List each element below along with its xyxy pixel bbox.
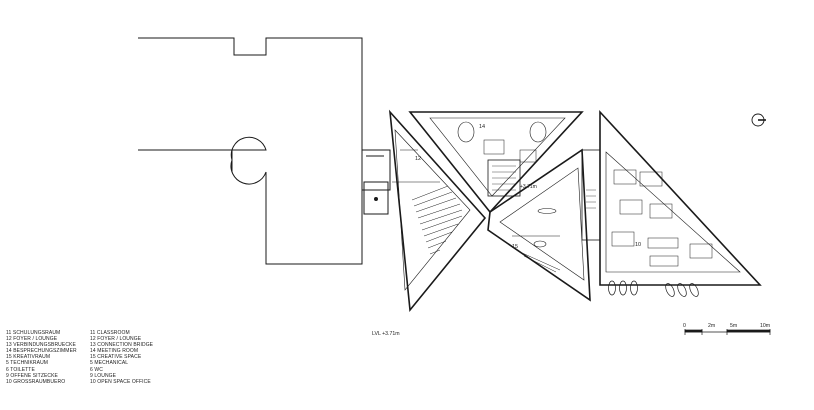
terrace-seating xyxy=(608,280,699,297)
legend-de-item: 13 VERBINDUNGSBRUECKE xyxy=(6,342,76,349)
legend-de-item: 12 FOYER / LOUNGE xyxy=(6,336,58,343)
legend-en-item: 10 OPEN SPACE OFFICE xyxy=(90,378,151,385)
scale-bar xyxy=(684,329,771,335)
room-label-12: 12 xyxy=(415,156,421,162)
legend-de-item: 14 BESPRECHUNGSZIMMER xyxy=(6,348,77,355)
room-label-14: 14 xyxy=(479,124,485,130)
legend-de-item: 11 SCHULUNGSRAUM xyxy=(6,330,61,336)
level-label: LVL +3.71m xyxy=(372,331,400,337)
legend-en-item: 9 LOUNGE xyxy=(90,372,117,379)
legend-en-item: 5 MECHANICAL xyxy=(90,360,129,367)
legend-de-item: 15 KREATIVRAUM xyxy=(6,354,51,361)
legend-de-item: 9 OFFENE SITZECKE xyxy=(6,372,58,379)
room-label-10: 10 xyxy=(635,242,641,248)
legend-en-item: 11 CLASSROOM xyxy=(90,330,130,336)
level-marker: +3.71m xyxy=(520,184,537,190)
wing-open-office xyxy=(581,109,762,286)
scale-label-5m: 5m xyxy=(730,323,738,329)
wing-core xyxy=(408,111,584,214)
legend-de-item: 10 GROSSRAUMBUERO xyxy=(6,378,66,385)
legend-de-item: 6 TOILETTE xyxy=(6,366,35,373)
legend-de-item: 5 TECHNIKRAUM xyxy=(6,360,49,367)
existing-building-outline xyxy=(138,37,363,265)
legend-english: 11 CLASSROOM 12 FOYER / LOUNGE 13 CONNEC… xyxy=(90,330,153,385)
classroom-desks xyxy=(411,185,463,255)
legend-en-item: 14 MEETING ROOM xyxy=(90,348,139,355)
north-arrow-icon xyxy=(751,113,766,127)
legend-german: 11 SCHULUNGSRAUM 12 FOYER / LOUNGE 13 VE… xyxy=(6,330,77,385)
room-label-15: 15 xyxy=(512,244,518,250)
connector-left xyxy=(361,149,391,215)
legend-en-item: 6 WC xyxy=(90,366,103,373)
legend-en-item: 13 CONNECTION BRIDGE xyxy=(90,342,154,349)
scale-label-2m: 2m xyxy=(708,323,716,329)
legend-en-item: 12 FOYER / LOUNGE xyxy=(90,336,142,343)
scale-label-0: 0 xyxy=(683,323,686,329)
wing-creative xyxy=(487,148,591,302)
scale-label-10m: 10m xyxy=(760,323,771,329)
wing-classroom xyxy=(388,109,487,313)
legend-en-item: 15 CREATIVE SPACE xyxy=(90,354,142,361)
office-desks xyxy=(611,169,713,267)
